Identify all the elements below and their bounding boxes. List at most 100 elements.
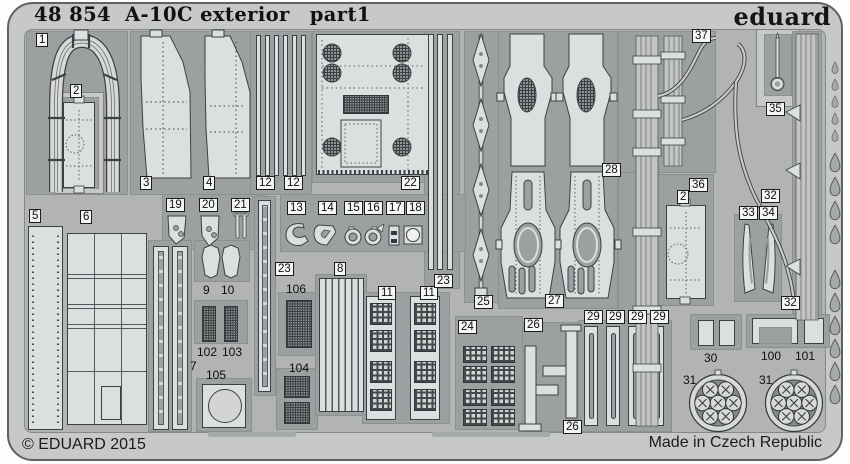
- strip-slot: [655, 333, 660, 419]
- part-number-label: 106: [286, 282, 307, 296]
- rivet-dots: [57, 233, 59, 423]
- part-29-strip: [650, 326, 664, 426]
- part-101-plate: [804, 318, 824, 344]
- panel-line: [68, 328, 146, 329]
- perforated-panel: [370, 330, 392, 352]
- part-number-label: 23: [275, 262, 294, 276]
- part-number-label: 34: [759, 206, 778, 220]
- part-106-screen: [286, 300, 312, 348]
- part-number-label: 5: [29, 209, 42, 223]
- part-number-label: 31: [759, 373, 773, 387]
- panel-line: [94, 234, 95, 424]
- part-23-strip: [437, 34, 443, 270]
- part-number-label: 15: [344, 201, 363, 215]
- part-24-screen: [491, 389, 515, 406]
- part-6-panel: [67, 233, 147, 425]
- ladder-slots: [177, 251, 183, 425]
- part-number-label: 102: [197, 345, 218, 359]
- etched-region-part25: [464, 31, 500, 303]
- etched-region-part32: [792, 31, 822, 323]
- part-29-strip: [606, 326, 620, 426]
- part-24-screen: [491, 409, 515, 426]
- perforated-panel: [414, 303, 436, 325]
- part-24-screen: [463, 366, 487, 383]
- part-number-label: 20: [199, 198, 218, 212]
- part-number-label: 11: [420, 286, 438, 300]
- ladder-slots: [158, 251, 164, 425]
- part-24-screen: [491, 346, 515, 363]
- panel-cutout: [101, 386, 121, 420]
- panel-line: [68, 274, 146, 275]
- perforated-panel: [414, 389, 436, 411]
- part-24-screen: [463, 409, 487, 426]
- part-5-panel: [28, 226, 63, 430]
- perforated-panel: [370, 389, 392, 411]
- part-number-label: 21: [231, 198, 250, 212]
- part-29-strip: [584, 326, 598, 426]
- panel-line: [121, 234, 122, 424]
- part-2-panel: [63, 102, 95, 188]
- part-29-strip: [628, 326, 642, 426]
- part-number-label: 17: [386, 201, 405, 215]
- part-12-strip: [265, 35, 270, 176]
- part-number-label: 6: [80, 210, 93, 224]
- part-number-label: 103: [222, 345, 243, 359]
- part-number-label: 104: [289, 361, 310, 375]
- part-number-label: 16: [364, 201, 383, 215]
- catalog-number: 48 854: [34, 3, 112, 26]
- etched-region-parts3-4: [130, 31, 262, 195]
- part-30-plate: [719, 320, 735, 346]
- part-number-label: 26: [524, 318, 543, 332]
- panel-line: [68, 278, 146, 279]
- circular-opening: [208, 389, 242, 423]
- part-number-label: 32: [781, 296, 800, 310]
- part-number-label: 35: [766, 102, 785, 116]
- part-103-screen: [224, 306, 238, 342]
- part-number-label: 100: [761, 349, 782, 363]
- sheet-header: 48 854 A-10C exterior part1: [34, 3, 371, 26]
- part-7-strip: [153, 246, 169, 430]
- part-12-strip: [256, 35, 261, 176]
- part-number-label: 29: [650, 310, 669, 324]
- perforated-panel: [370, 303, 392, 325]
- part-105-plate: [202, 384, 246, 428]
- perforated-panel: [370, 361, 392, 383]
- part-number-label: 19: [166, 198, 185, 212]
- sheet-title: A-10C exterior: [125, 3, 290, 26]
- part-number-label: 26: [563, 420, 582, 434]
- perforated-panel: [414, 330, 436, 352]
- part-number-label: 11: [378, 286, 396, 300]
- etched-region-part26: [522, 322, 582, 432]
- strip-slot: [633, 333, 638, 419]
- part-number-label: 18: [406, 201, 425, 215]
- part-12-strip: [292, 35, 297, 176]
- part-24-screen: [463, 389, 487, 406]
- part-24-screen: [463, 346, 487, 363]
- part-number-label: 7: [190, 359, 197, 373]
- part-22-center-screen: [343, 95, 389, 114]
- part-100-bracket: [752, 318, 798, 344]
- part-12-strip: [301, 35, 306, 176]
- part-number-label: 22: [401, 176, 420, 190]
- part-number-label: 31: [683, 373, 697, 387]
- etched-region-parts27-28: [498, 31, 618, 309]
- part-number-label: 24: [458, 320, 477, 334]
- part-number-label: 29: [628, 310, 647, 324]
- part-number-label: 30: [704, 351, 718, 365]
- part-number-label: 37: [692, 29, 711, 43]
- part-30-plate: [698, 320, 714, 346]
- part-number-label: 29: [606, 310, 625, 324]
- sheet-part-label: part1: [309, 3, 371, 26]
- part-number-label: 9: [203, 283, 210, 297]
- part-8-comb: [319, 278, 364, 412]
- part-number-label: 101: [795, 349, 816, 363]
- strip-slot: [611, 333, 616, 419]
- part-number-label: 12: [284, 176, 303, 190]
- part-number-label: 36: [689, 178, 708, 192]
- part-number-label: 105: [206, 368, 227, 382]
- brand-logo: eduard: [733, 2, 831, 31]
- part-number-label: 25: [474, 295, 493, 309]
- part-number-label: 33: [739, 206, 758, 220]
- part-24-screen: [491, 366, 515, 383]
